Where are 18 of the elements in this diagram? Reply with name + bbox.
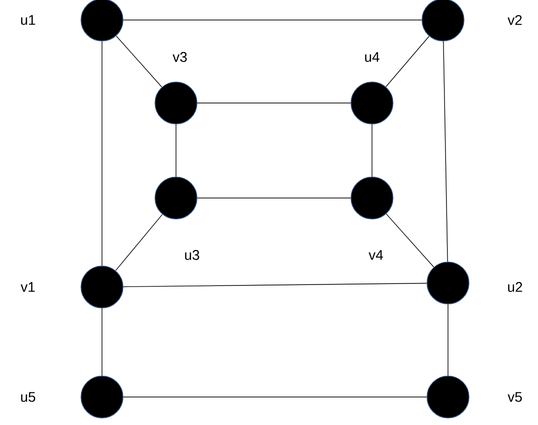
vertex-label: v3	[172, 52, 187, 62]
edge-line	[197, 102, 351, 104]
vertex-label: u2	[508, 282, 522, 292]
edge-line	[123, 282, 427, 288]
vertex-label: u1	[21, 15, 36, 25]
edge-line	[115, 214, 163, 271]
vertex-label: u5	[21, 392, 36, 402]
vertex-label: v4	[368, 250, 383, 260]
vertex-label: u4	[365, 52, 380, 62]
vertex-label: v5	[508, 392, 522, 402]
vertex-label: v2	[508, 15, 522, 25]
edge-line	[123, 396, 427, 398]
edge-line	[116, 36, 162, 88]
edge-line	[386, 36, 430, 88]
vertex-label: v1	[20, 282, 35, 292]
vertex-label: u3	[185, 250, 200, 260]
edge-line	[386, 214, 434, 268]
edge-line	[443, 41, 448, 262]
